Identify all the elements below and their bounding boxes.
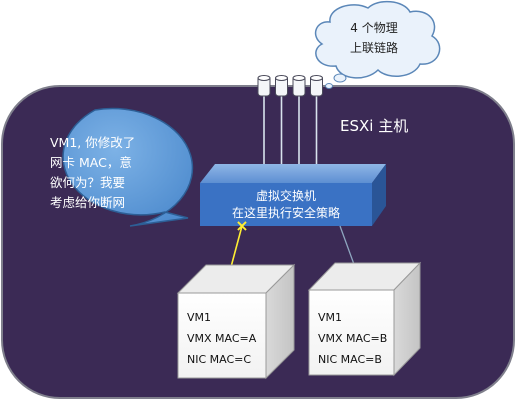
esxi-host-label: ESXi 主机 (340, 117, 408, 135)
vswitch-line-1: 虚拟交换机 (256, 188, 316, 203)
cloud-tail-1 (333, 73, 347, 83)
callout-line-2: 网卡 MAC，意 (50, 155, 132, 170)
vswitch-front (200, 183, 372, 226)
blocked-marker-icon: × (235, 216, 248, 235)
vm1-box: VM1 VMX MAC=A NIC MAC=C (176, 263, 296, 380)
uplink-connector-cap (310, 75, 323, 81)
vm2-line-2: VMX MAC=B (318, 332, 387, 345)
vm2-box: VM1 VMX MAC=B NIC MAC=B (307, 261, 422, 377)
uplink-connector-cap (275, 75, 288, 81)
vm1-line-1: VM1 (187, 311, 211, 324)
vswitch-side (372, 164, 386, 226)
vm1-line-3: NIC MAC=C (187, 353, 251, 366)
callout-line-4: 考虑给你断网 (50, 195, 125, 210)
cloud-line-2: 上联链路 (350, 40, 398, 55)
vm2-line-3: NIC MAC=B (318, 353, 382, 366)
uplink-note-cloud: 4 个物理 上联链路 (314, 0, 441, 89)
vm2-front (308, 289, 395, 376)
vswitch-top (200, 164, 386, 183)
uplink-connector-cap (292, 75, 306, 81)
cloud-shape (314, 0, 441, 79)
vswitch-line-2: 在这里执行安全策略 (232, 205, 340, 220)
vm1-line-2: VMX MAC=A (187, 332, 257, 345)
callout-line-3: 欲何为？我要 (50, 175, 125, 190)
vm2-line-1: VM1 (318, 311, 342, 324)
cloud-tail-2 (325, 83, 333, 89)
callout-line-1: VM1, 你修改了 (50, 135, 135, 150)
physical-uplinks (257, 75, 323, 164)
vm1-front (177, 292, 267, 379)
callout-bubble (62, 107, 194, 227)
warning-callout: VM1, 你修改了 网卡 MAC，意 欲何为？我要 考虑给你断网 (50, 107, 194, 227)
virtual-switch: 虚拟交换机 在这里执行安全策略 (200, 164, 386, 226)
uplink-connector-cap (257, 75, 271, 81)
cloud-line-1: 4 个物理 (350, 21, 397, 35)
